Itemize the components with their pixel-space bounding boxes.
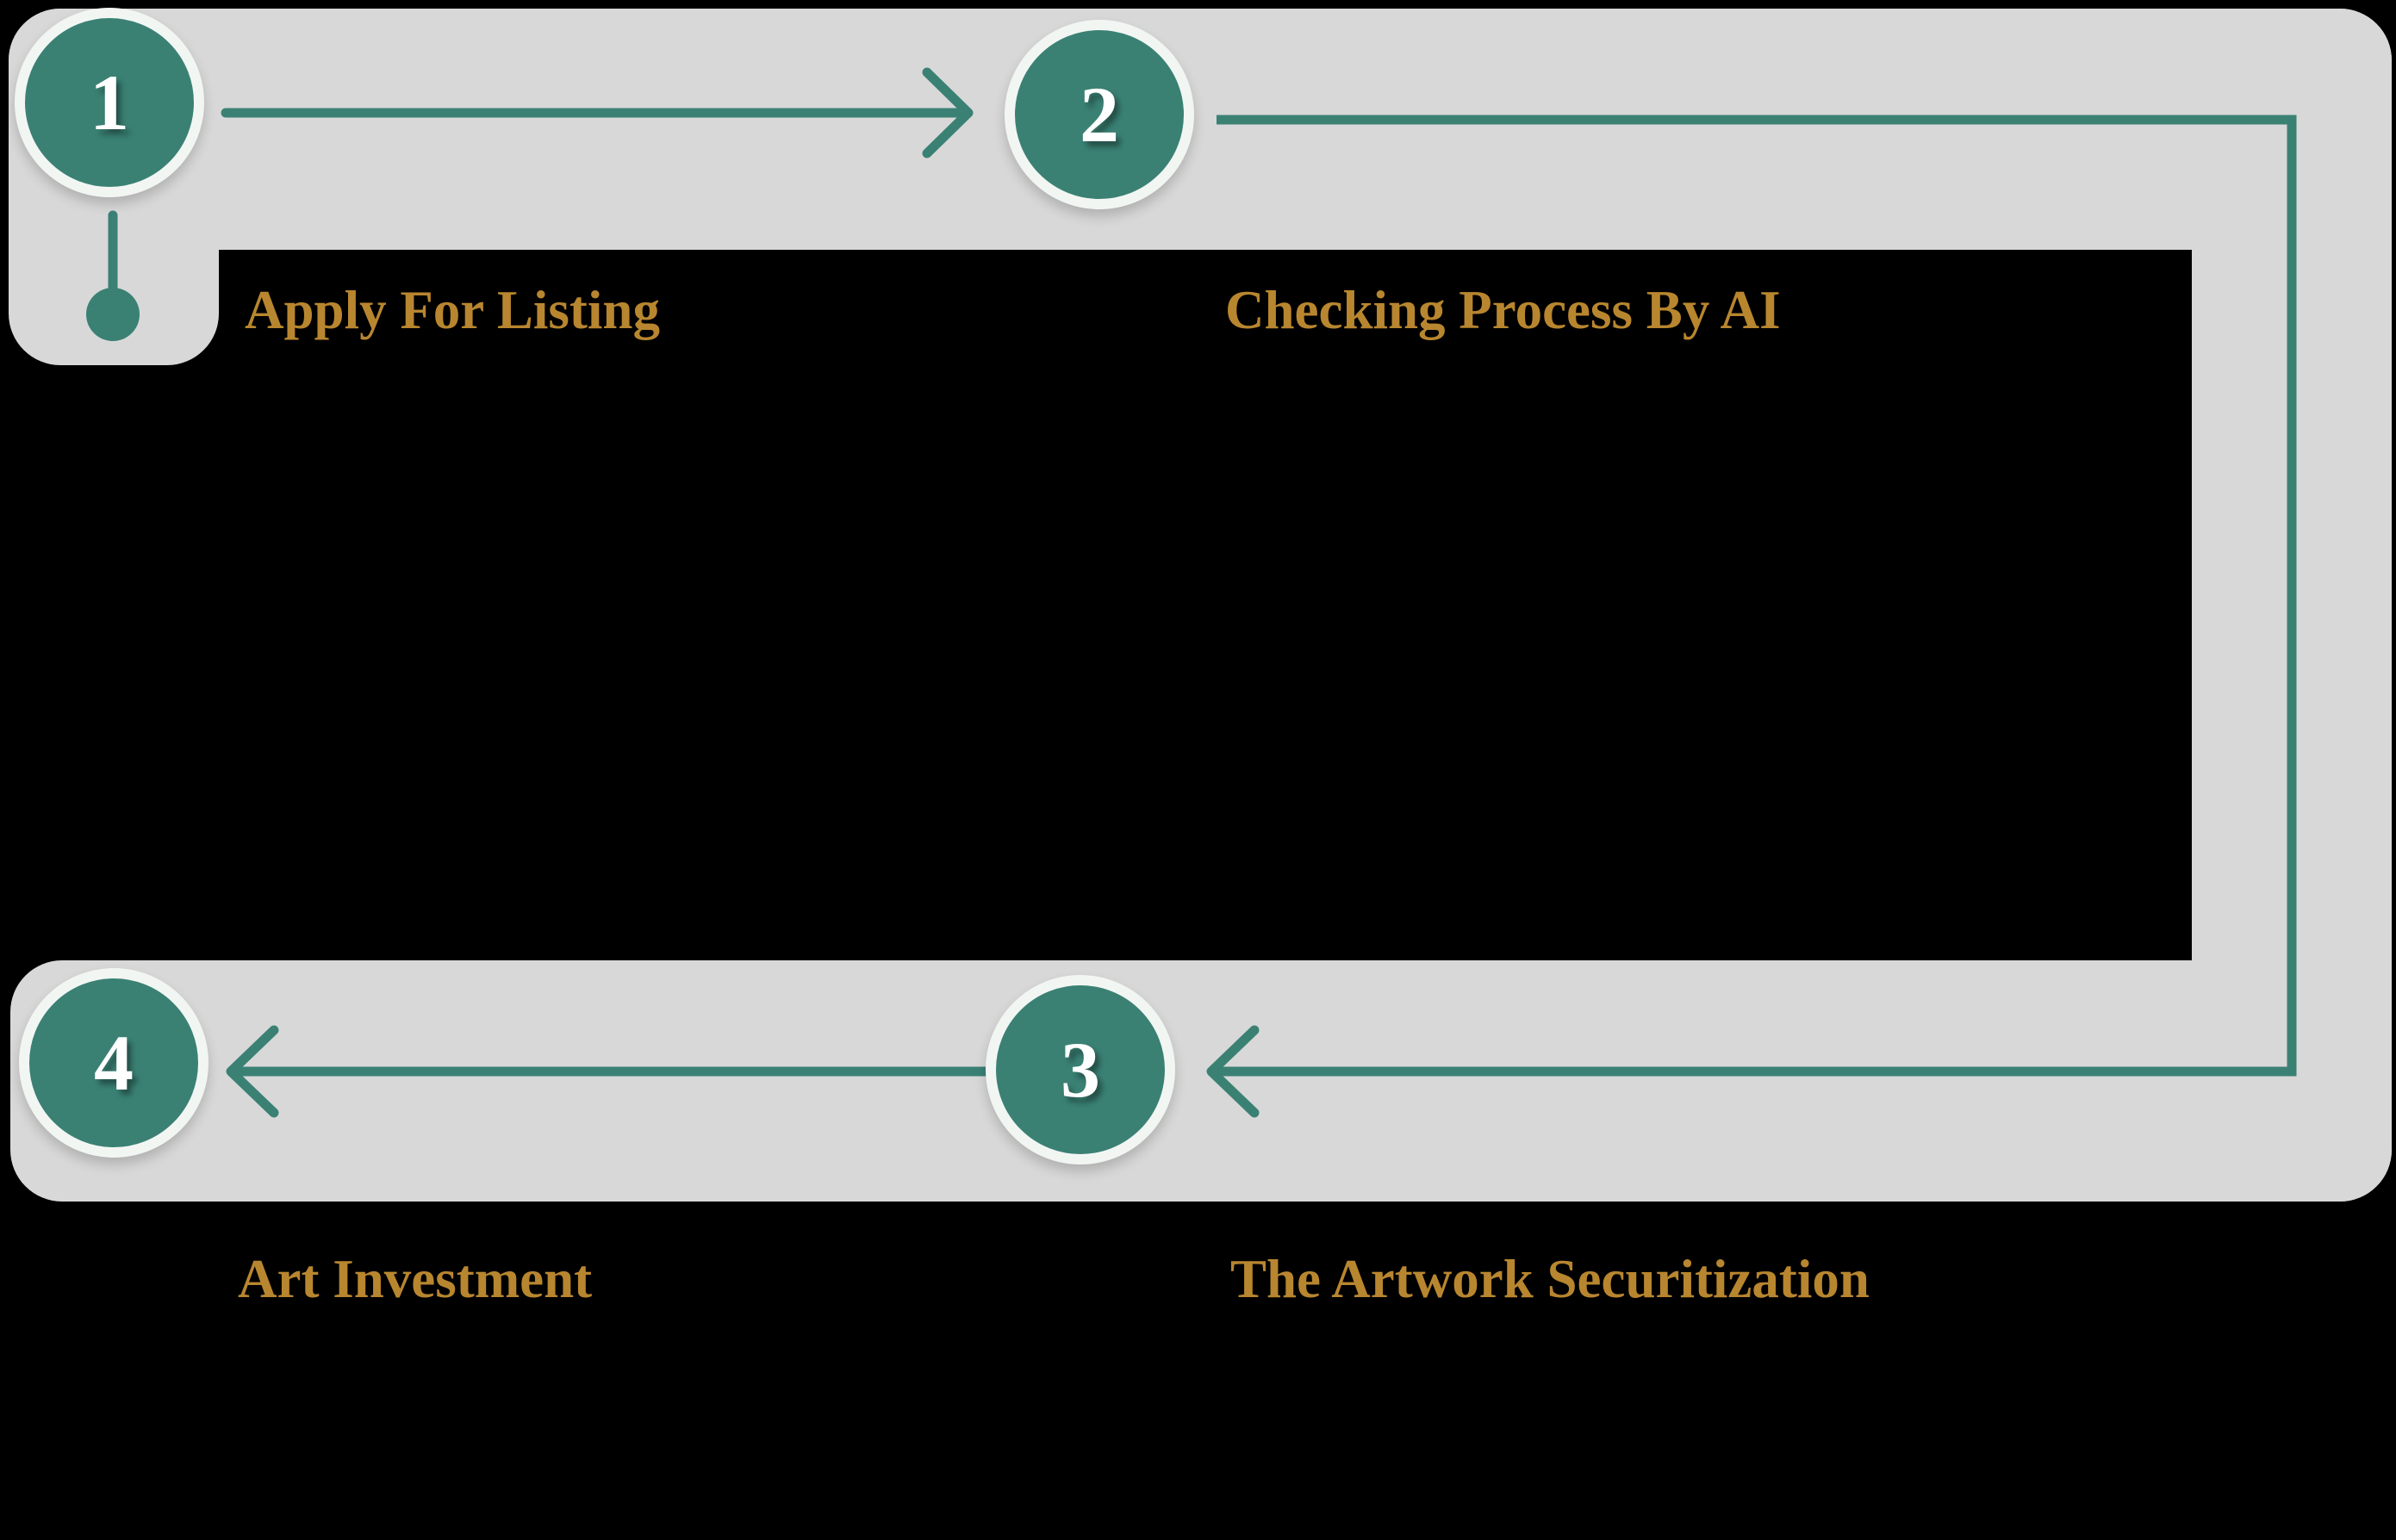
- step-2-label: Checking Process By AI: [1225, 280, 1781, 340]
- step-3-label: The Artwork Securitization: [1230, 1249, 1870, 1309]
- connectors: [86, 67, 2297, 1118]
- track-band: [9, 9, 2392, 1202]
- step-1-label: Apply For Listing: [245, 280, 660, 340]
- step-2-circle: 2: [1005, 20, 1194, 209]
- step-4-number: 4: [94, 1019, 134, 1107]
- track-top-band: [9, 9, 2392, 250]
- step-4-circle: 4: [19, 968, 208, 1158]
- step-1-number: 1: [90, 59, 129, 146]
- step-4-label: Art Investment: [238, 1249, 593, 1309]
- step-3-circle: 3: [986, 975, 1175, 1164]
- step-2-number: 2: [1080, 71, 1119, 158]
- arrow-left-icon: [226, 1025, 279, 1118]
- step-3-number: 3: [1061, 1026, 1100, 1114]
- arrow-right-icon: [922, 67, 974, 158]
- step-1-circle: 1: [15, 8, 204, 197]
- track-bottom-band: [10, 960, 2392, 1202]
- arrow-left-icon: [1206, 1025, 1260, 1118]
- connector-dot-icon: [86, 288, 140, 341]
- line-step2-to-step3: [1217, 115, 2297, 1077]
